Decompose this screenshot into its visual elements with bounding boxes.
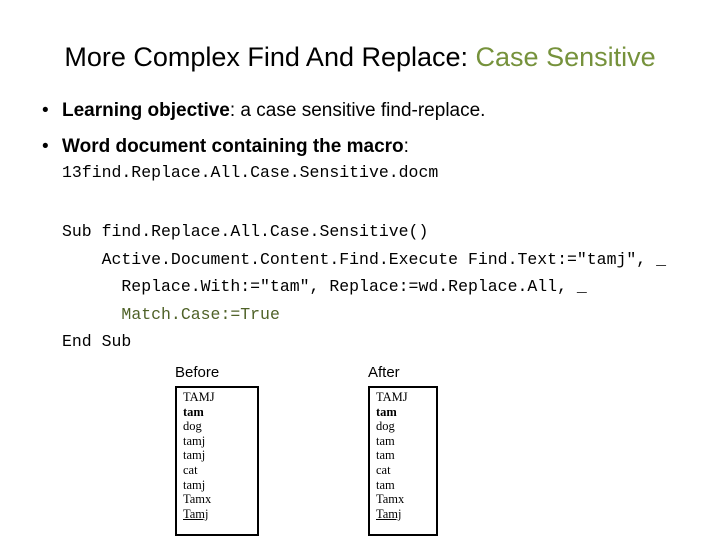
document-word: Tamj [376,506,402,521]
macro-filename: 13find.Replace.All.Case.Sensitive.docm [62,163,439,182]
document-word: dog [183,419,202,434]
document-word: cat [183,462,198,477]
title-plain: More Complex Find And Replace: [64,42,476,72]
after-caption: After [368,364,400,381]
document-word: tamj [183,477,206,492]
bullet-dot: • [42,136,49,157]
document-word: tamj [183,433,206,448]
document-word: tam [376,433,395,448]
document-word: Tamx [183,492,212,507]
document-word: tamj [183,448,206,463]
document-word: tam [183,404,204,419]
bullet-word-document: • Word document containing the macro: [42,136,409,158]
document-word: cat [376,462,391,477]
bullet-learning-objective: • Learning objective: a case sensitive fi… [42,100,485,122]
bullet-bold: Learning objective [62,100,230,121]
macro-code-block: Sub find.Replace.All.Case.Sensitive() Ac… [62,218,666,356]
bullet-dot: • [42,100,49,121]
bullet-text: : a case sensitive find-replace. [229,100,486,121]
code-line: Active.Document.Content.Find.Execute Fin… [62,249,666,269]
document-word: TAMJ [183,390,215,404]
slide-title: More Complex Find And Replace: Case Sens… [0,42,720,73]
document-word: TAMJ [376,390,408,404]
document-word: Tamj [183,506,209,521]
document-word: Tamx [376,492,405,507]
document-word: tam [376,448,395,463]
bullet-bold: Word document containing the macro [62,136,404,157]
bullet-text: : [403,136,409,157]
title-accent: Case Sensitive [475,42,656,72]
after-document-screenshot: TAMJ tam dog tam tam cat tam Tamx Tamj [368,386,438,536]
code-line: Replace.With:="tam", Replace:=wd.Replace… [62,277,587,296]
before-document-screenshot: TAMJ tam dog tamj tamj cat tamj Tamx Tam… [175,386,259,536]
document-word: dog [376,419,395,434]
code-line: End Sub [62,332,132,351]
document-word: tam [376,477,395,492]
code-line: Match.Case:=True [62,301,666,329]
code-match-case: Match.Case:=True [121,304,280,324]
code-line: Sub find.Replace.All.Case.Sensitive() [62,222,429,241]
before-caption: Before [175,364,220,381]
document-word: tam [376,404,397,419]
